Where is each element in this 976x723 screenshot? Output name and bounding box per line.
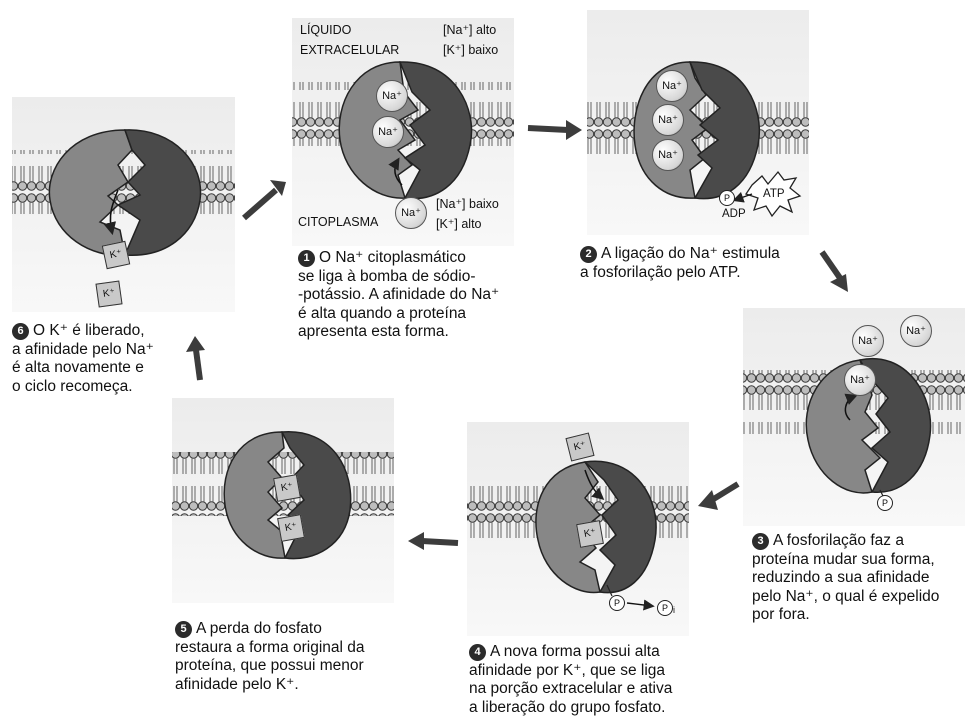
cycle-arrows [186,120,848,550]
cytoplasm-label: CITOPLASMA [298,215,379,229]
step-text: A fosforilação faz a proteína mudar sua … [752,532,940,623]
step-number: 3 [752,533,769,550]
step-text: O Na⁺ citoplasmático se liga à bomba de … [298,249,500,340]
inorganic-subscript: i [673,605,675,615]
na-ion: Na⁺ [376,80,408,112]
atp-label: ATP [763,188,785,200]
step-number: 4 [469,644,486,661]
panel-5 [172,398,394,603]
phosphate: P [609,595,625,611]
na-ion: Na⁺ [852,325,884,357]
step-text: A nova forma possui alta afinidade por K… [469,643,673,716]
inorganic-phosphate: P [657,600,673,616]
step-text: A perda do fosfato restaura a forma orig… [175,620,365,693]
phosphate: P [719,190,735,206]
adp-label: ADP [722,208,746,220]
outside-concentration-label: [Na⁺] alto [K⁺] baixo [443,23,499,57]
panel-6 [12,97,235,312]
atp-burst [744,170,802,218]
k-ion: K⁺ [576,520,604,548]
na-ion: Na⁺ [395,197,427,229]
step-number: 6 [12,323,29,340]
na-ion: Na⁺ [652,104,684,136]
k-ion: K⁺ [277,514,305,542]
na-ion: Na⁺ [652,139,684,171]
na-ion: Na⁺ [900,315,932,347]
pump-protein-6 [48,129,202,256]
k-ion: K⁺ [273,474,301,502]
step-number: 1 [298,250,315,267]
extracellular-label: LÍQUIDO EXTRACELULAR [300,23,400,57]
na-ion: Na⁺ [372,116,404,148]
phosphate: P [877,495,893,511]
inside-concentration-label: [Na⁺] baixo [K⁺] alto [436,197,499,231]
pump-protein-4 [535,460,657,594]
step-text: O K⁺ é liberado, a afinidade pelo Na⁺ é … [12,322,154,395]
step-number: 5 [175,621,192,638]
na-ion: Na⁺ [656,70,688,102]
step-number: 2 [580,246,597,263]
step-text: A ligação do Na⁺ estimula a fosforilação… [580,245,780,281]
k-ion: K⁺ [101,240,131,270]
k-ion: K⁺ [95,280,123,308]
na-ion: Na⁺ [844,364,876,396]
